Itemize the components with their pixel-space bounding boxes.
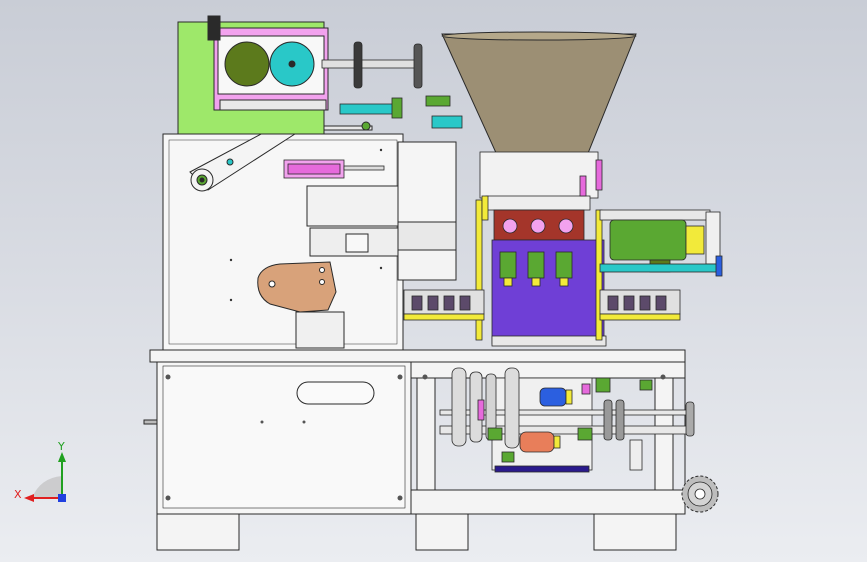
sprocket-gear <box>681 475 719 513</box>
linkage-arm <box>189 121 373 192</box>
top-shaft <box>321 41 463 129</box>
y-axis-label: Y <box>58 440 65 453</box>
y-axis-arrow <box>58 452 66 462</box>
rotary-table-left <box>403 289 485 321</box>
right-motor <box>599 209 723 277</box>
pneumatic-cylinder <box>283 159 385 179</box>
tan-mounting-plate <box>257 261 337 313</box>
drive-mechanism <box>439 367 695 473</box>
cabinet-handle-slot <box>296 381 375 405</box>
z-axis-marker <box>58 494 66 502</box>
twin-motors <box>224 41 315 87</box>
x-axis-arrow <box>24 494 34 502</box>
filling-unit <box>475 151 607 347</box>
cabinet-bolts <box>165 374 666 501</box>
base-frame <box>143 349 686 551</box>
x-axis-label: X <box>14 488 22 501</box>
axis-triad <box>24 452 66 502</box>
rotary-table-right <box>599 289 681 321</box>
